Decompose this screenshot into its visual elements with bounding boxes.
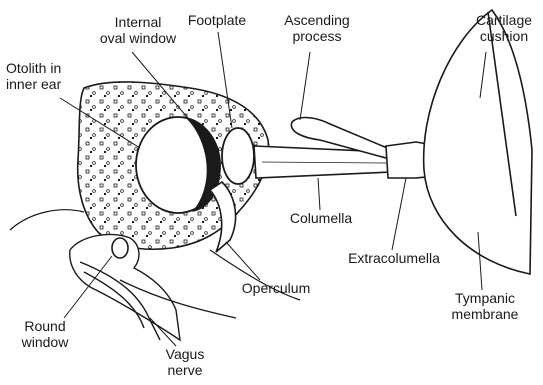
label-vagus-nerve: Vagus nerve: [150, 346, 220, 378]
footplate-shape: [222, 128, 254, 184]
label-columella: Columella: [276, 210, 366, 226]
label-round-window: Round window: [10, 318, 80, 350]
label-otolith-inner-ear: Otolith in inner ear: [6, 60, 96, 92]
round-window-shape: [112, 238, 128, 258]
label-cartilage-cushion: Cartilage cushion: [468, 12, 540, 44]
label-operculum: Operculum: [226, 280, 326, 296]
label-footplate: Footplate: [172, 12, 262, 28]
label-ascending-process: Ascending process: [272, 12, 362, 44]
label-tympanic-membrane: Tympanic membrane: [440, 290, 530, 322]
label-extracolumella: Extracolumella: [334, 250, 454, 266]
